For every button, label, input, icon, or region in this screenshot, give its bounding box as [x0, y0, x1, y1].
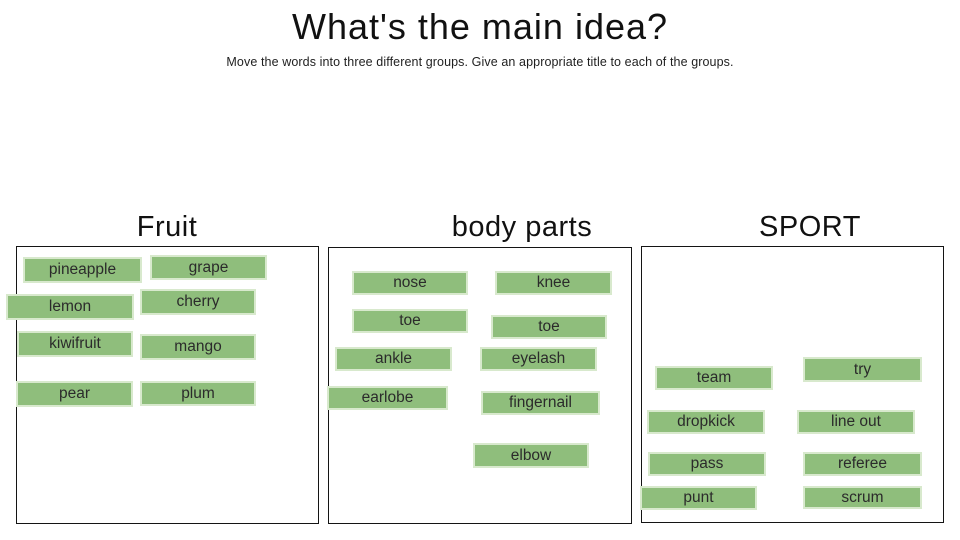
word-tile[interactable]: pineapple	[23, 257, 142, 283]
word-tile[interactable]: pass	[648, 452, 766, 476]
word-tile[interactable]: fingernail	[481, 391, 600, 415]
word-tile[interactable]: dropkick	[647, 410, 765, 434]
word-tile[interactable]: scrum	[803, 486, 922, 509]
word-tile[interactable]: cherry	[140, 289, 256, 315]
page-title: What's the main idea?	[291, 6, 669, 47]
word-tile[interactable]: grape	[150, 255, 267, 280]
word-tile[interactable]: toe	[352, 309, 468, 333]
word-tile[interactable]: ankle	[335, 347, 452, 371]
word-tile[interactable]: earlobe	[327, 386, 448, 410]
word-tile[interactable]: kiwifruit	[17, 331, 133, 357]
group-title-sport[interactable]: SPORT	[759, 211, 861, 243]
word-tile[interactable]: mango	[140, 334, 256, 360]
word-tile[interactable]: elbow	[473, 443, 589, 468]
word-tile[interactable]: referee	[803, 452, 922, 476]
word-tile[interactable]: toe	[491, 315, 607, 339]
group-title-fruit[interactable]: Fruit	[136, 211, 198, 243]
word-tile[interactable]: pear	[16, 381, 133, 407]
word-tile[interactable]: line out	[797, 410, 915, 434]
word-tile[interactable]: try	[803, 357, 922, 382]
word-tile[interactable]: eyelash	[480, 347, 597, 371]
word-tile[interactable]: nose	[352, 271, 468, 295]
page-subtitle: Move the words into three different grou…	[226, 55, 734, 69]
group-title-body-parts[interactable]: body parts	[451, 211, 593, 243]
word-tile[interactable]: punt	[640, 486, 757, 510]
word-tile[interactable]: plum	[140, 381, 256, 406]
word-tile[interactable]: lemon	[6, 294, 134, 320]
word-tile[interactable]: team	[655, 366, 773, 390]
word-tile[interactable]: knee	[495, 271, 612, 295]
